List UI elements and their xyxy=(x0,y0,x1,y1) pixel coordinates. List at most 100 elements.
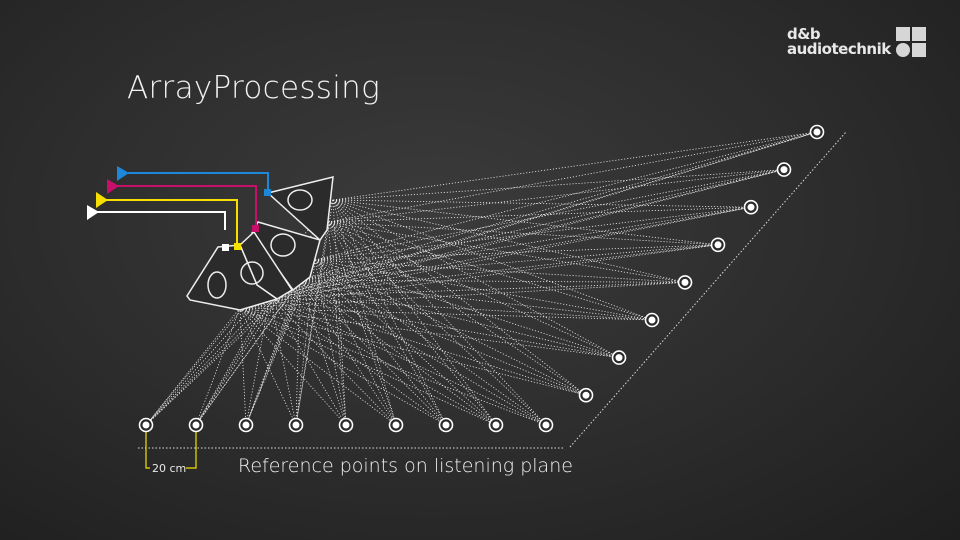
sound-ray xyxy=(327,221,447,426)
reference-points xyxy=(138,124,825,433)
sound-ray xyxy=(327,221,397,426)
sound-ray xyxy=(295,259,316,426)
sound-ray xyxy=(299,279,397,426)
channel-yellow-node xyxy=(234,243,241,250)
sound-ray xyxy=(239,307,397,426)
speaker-array xyxy=(186,176,334,311)
sound-ray xyxy=(332,199,587,396)
sound-ray xyxy=(314,259,497,426)
sound-ray xyxy=(269,296,447,426)
sound-ray xyxy=(314,259,547,426)
sound-ray xyxy=(299,279,347,426)
sound-ray xyxy=(299,279,686,283)
sound-ray xyxy=(239,307,547,426)
sound-ray xyxy=(314,131,818,261)
sound-ray xyxy=(327,221,620,358)
sound-ray xyxy=(314,259,447,426)
sound-ray xyxy=(332,199,686,283)
dimension-bracket-right xyxy=(186,430,197,469)
channel-yellow-line xyxy=(106,199,238,245)
reference-point-dot xyxy=(292,421,300,429)
logo-line-2: audiotechnik xyxy=(787,40,891,58)
reference-point-dot xyxy=(681,278,689,286)
channel-magenta-arrow-icon xyxy=(107,179,119,194)
sound-ray xyxy=(327,221,686,283)
sound-ray xyxy=(299,279,447,426)
sound-ray xyxy=(332,199,547,426)
sound-ray xyxy=(245,296,271,426)
sound-ray xyxy=(332,169,785,201)
sound-ray xyxy=(299,279,653,321)
channel-markers xyxy=(87,166,271,251)
sound-ray xyxy=(269,296,587,396)
sound-ray xyxy=(239,244,719,309)
sound-ray xyxy=(299,279,620,358)
channel-yellow-arrow-icon xyxy=(96,192,108,208)
sound-ray xyxy=(269,131,818,298)
channel-white-arrow-icon xyxy=(87,205,99,220)
sound-ray xyxy=(314,206,752,261)
sound-ray xyxy=(195,199,334,426)
sound-ray xyxy=(239,282,686,309)
sound-ray xyxy=(239,307,653,321)
reference-point-dot xyxy=(813,128,821,136)
sound-ray xyxy=(299,279,547,426)
sound-ray xyxy=(195,221,329,426)
sound-ray xyxy=(269,206,752,298)
sound-ray xyxy=(314,259,653,321)
sound-ray xyxy=(314,259,620,358)
sound-ray xyxy=(239,307,447,426)
sound-ray xyxy=(195,296,271,426)
sound-ray xyxy=(314,259,686,283)
page-title: ArrayProcessing xyxy=(127,70,380,106)
input-channels xyxy=(97,172,269,245)
sound-ray xyxy=(239,307,247,426)
listening-plane-diagonal-line xyxy=(569,131,847,448)
sound-ray xyxy=(299,244,719,281)
sound-ray xyxy=(299,206,752,281)
sound-ray xyxy=(299,279,587,396)
sound-ray xyxy=(239,307,347,426)
sound-ray xyxy=(332,131,818,201)
sound-ray xyxy=(269,296,547,426)
reference-point-dot xyxy=(615,354,623,362)
sound-ray xyxy=(245,199,334,426)
sound-ray xyxy=(269,296,397,426)
reference-point-dot xyxy=(714,241,722,249)
sound-ray xyxy=(239,307,620,358)
channel-blue-node xyxy=(264,189,271,196)
caption: Reference points on listening plane xyxy=(238,455,573,477)
sound-ray xyxy=(269,296,653,321)
reference-point-dot xyxy=(747,203,755,211)
sound-ray xyxy=(239,307,497,426)
reference-point-dot xyxy=(492,421,500,429)
reference-point-dot xyxy=(582,391,590,399)
reference-point-dot xyxy=(780,166,788,174)
sound-ray xyxy=(239,307,587,396)
sound-ray xyxy=(239,307,297,426)
sound-ray xyxy=(269,296,620,358)
sound-ray xyxy=(332,199,653,321)
channel-magenta-node xyxy=(252,225,259,232)
sound-ray xyxy=(269,169,785,298)
channel-blue-arrow-icon xyxy=(117,166,129,181)
sound-ray xyxy=(269,296,497,426)
sound-ray xyxy=(327,221,497,426)
sound-ray xyxy=(299,131,818,281)
sound-ray xyxy=(332,199,752,208)
sound-ray xyxy=(269,244,719,298)
sound-ray xyxy=(145,279,301,426)
sound-ray xyxy=(327,221,719,246)
sound-rays xyxy=(145,131,818,426)
dimension-bracket xyxy=(145,430,150,469)
channel-blue-line xyxy=(128,172,269,191)
reference-point-dot xyxy=(542,421,550,429)
reference-point-dot xyxy=(242,421,250,429)
reference-point-dot xyxy=(342,421,350,429)
logo-mark-icon xyxy=(895,27,926,57)
sound-ray xyxy=(327,131,818,223)
speaker-cabinet-top xyxy=(266,176,334,242)
sound-ray xyxy=(299,279,497,426)
